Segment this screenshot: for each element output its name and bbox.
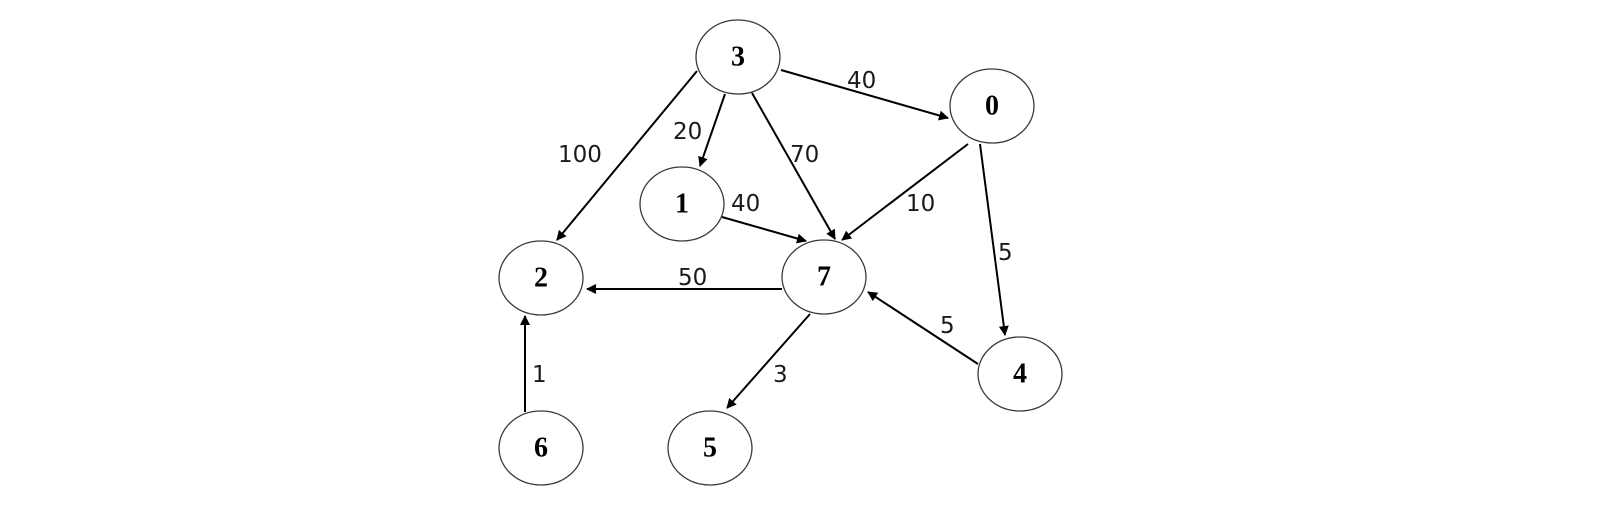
edge-3-to-2: 100 [556,70,698,241]
edge-3-to-0-line [780,69,949,121]
edge-3-to-2-weight: 100 [558,142,602,168]
edge-3-to-7: 70 [751,92,836,240]
edge-3-to-7-weight: 70 [790,142,819,168]
edge-3-to-2-line [556,70,698,241]
node-5-circle [667,410,753,486]
node-3-label: 3 [731,42,745,73]
edge-4-to-7: 5 [867,291,979,365]
edge-3-to-1-weight: 20 [673,119,702,145]
node-6: 6 [498,410,584,486]
node-5-label: 5 [703,433,717,464]
node-3-circle [695,19,781,95]
node-7-label: 7 [817,262,831,293]
node-4-circle [977,336,1063,412]
node-3: 3 [695,19,781,95]
edge-0-to-4-line [979,143,1009,336]
edge-7-to-5-weight: 3 [773,362,788,388]
edge-3-to-7-line [751,92,836,240]
node-6-label: 6 [534,433,548,464]
edge-3-to-1: 20 [673,93,726,167]
nodes-layer: 3 0 1 2 7 4 6 5 [498,19,1063,486]
node-7-circle [781,239,867,315]
edge-4-to-7-line [867,291,979,365]
edge-0-to-4-weight: 5 [998,240,1013,266]
node-0-circle [949,68,1035,144]
node-0-label: 0 [985,91,999,122]
edges-layer: 40 100 20 70 10 5 40 [520,68,1013,412]
node-0: 0 [949,68,1035,144]
node-5: 5 [667,410,753,486]
edge-0-to-7: 10 [841,143,969,241]
edge-4-to-7-weight: 5 [940,313,955,339]
edge-1-to-7-line [721,216,807,244]
edge-1-to-7: 40 [721,191,807,244]
edge-0-to-7-line [841,143,969,241]
edge-7-to-5-line [726,313,811,409]
edge-7-to-2: 50 [586,265,782,294]
edge-1-to-7-weight: 40 [731,191,760,217]
edge-0-to-7-weight: 10 [906,191,935,217]
node-2: 2 [498,240,584,316]
edge-3-to-0: 40 [780,68,949,121]
edge-3-to-1-line [698,93,726,167]
edge-7-to-2-weight: 50 [678,265,707,291]
edge-6-to-2-weight: 1 [532,362,547,388]
node-1: 1 [639,166,725,242]
node-2-label: 2 [534,263,548,294]
node-4: 4 [977,336,1063,412]
node-1-label: 1 [675,189,689,220]
node-1-circle [639,166,725,242]
edge-0-to-4: 5 [979,143,1013,336]
node-2-circle [498,240,584,316]
node-4-label: 4 [1013,359,1027,390]
edge-3-to-0-weight: 40 [847,68,876,94]
node-6-circle [498,410,584,486]
node-7: 7 [781,239,867,315]
edge-6-to-2: 1 [520,315,547,412]
edge-7-to-5: 3 [726,313,811,409]
